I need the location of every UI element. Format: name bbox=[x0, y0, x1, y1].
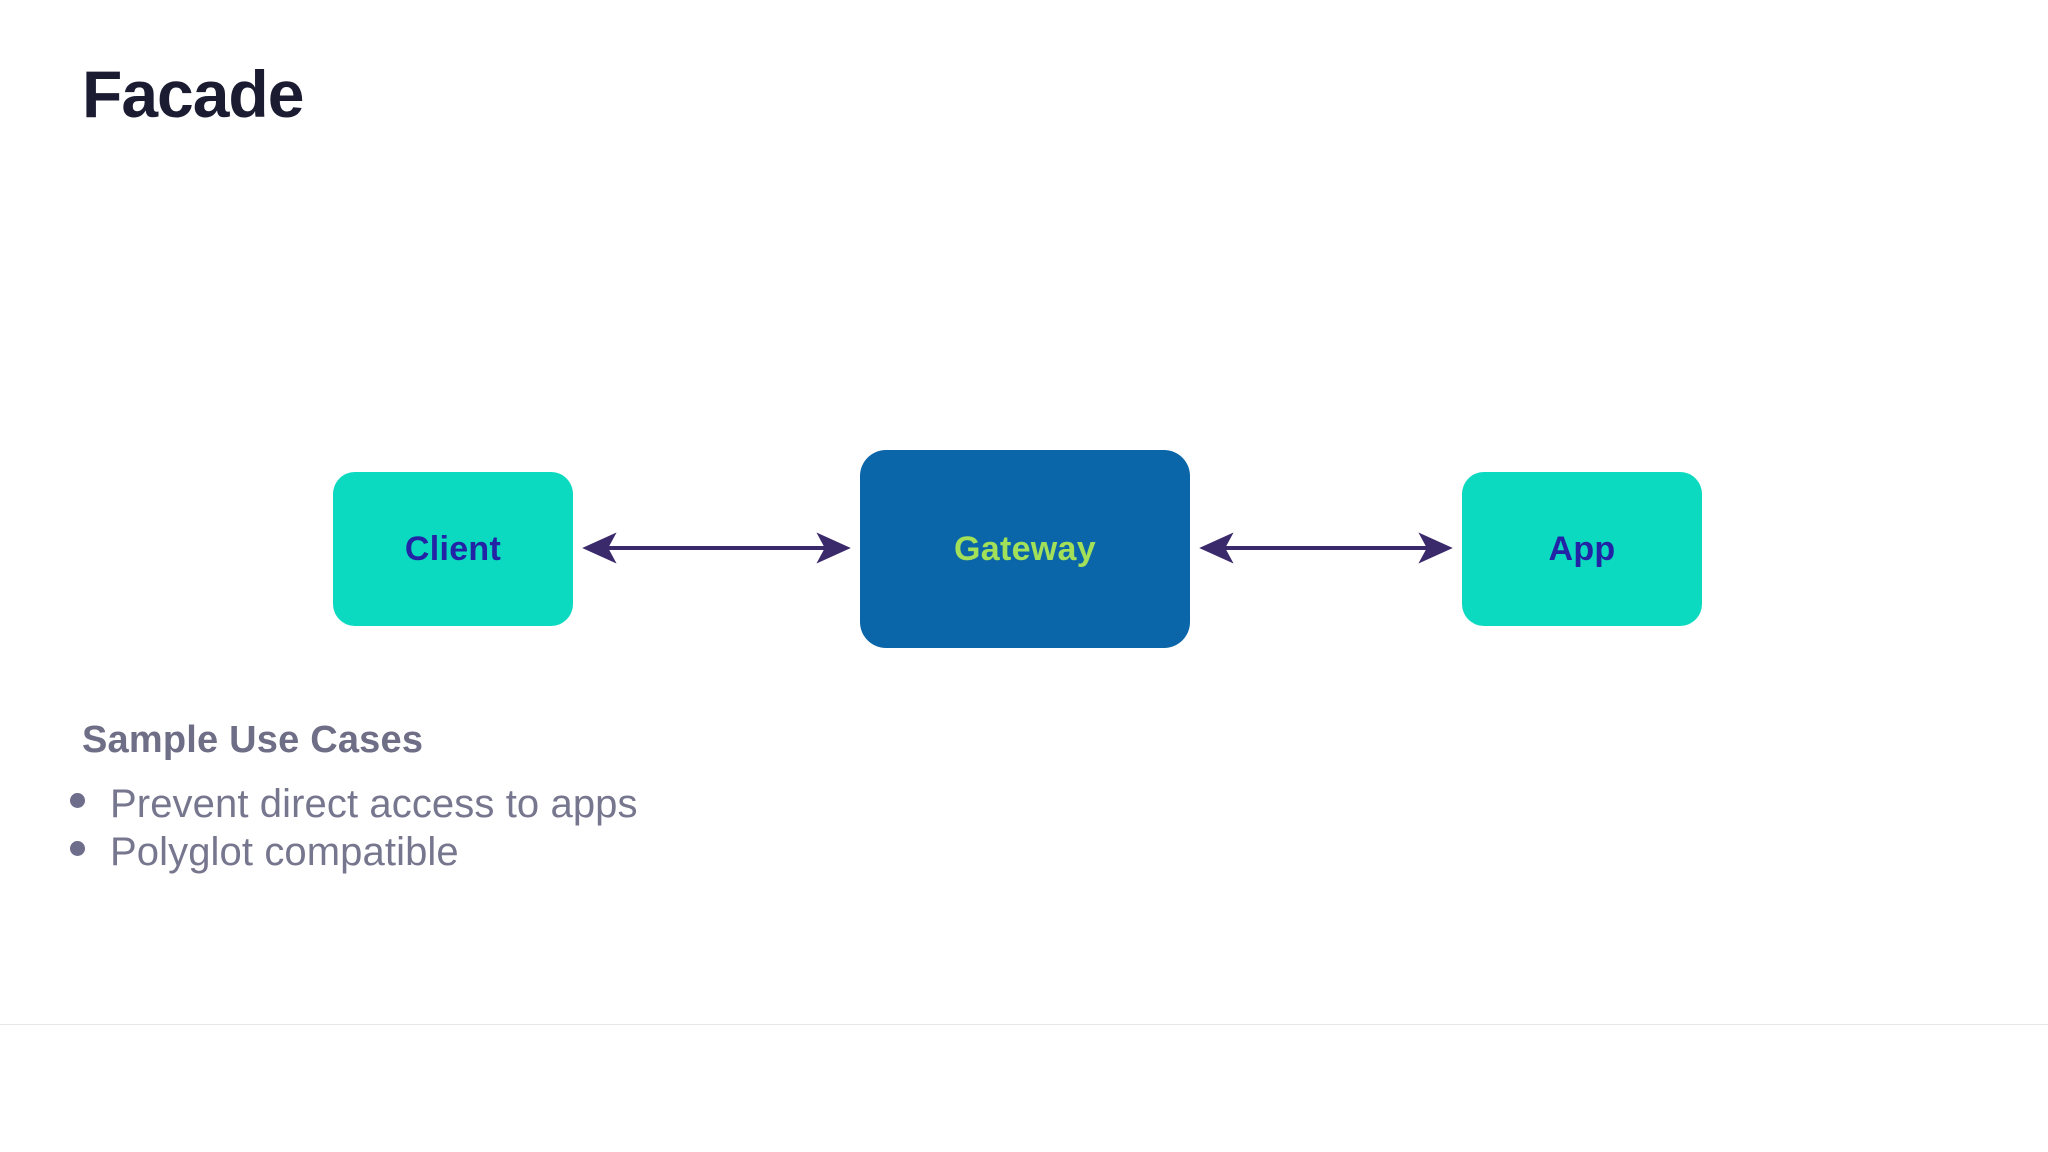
bullet-dot-icon bbox=[70, 792, 85, 808]
slide-footer: SpringOne Platform by Pivotal Unless oth… bbox=[0, 1025, 2048, 1152]
footer-divider bbox=[0, 1024, 2048, 1025]
list-item: Polyglot compatible bbox=[70, 828, 1182, 877]
diagram-node-gateway-label: Gateway bbox=[954, 529, 1096, 568]
page-title: Facade bbox=[82, 57, 304, 131]
diagram-node-gateway[interactable]: Gateway bbox=[860, 450, 1190, 648]
sample-use-cases-heading: Sample Use Cases bbox=[82, 719, 424, 761]
arrow-gateway-app-icon bbox=[1199, 532, 1453, 564]
sample-use-cases-section: Sample Use Cases Prevent direct access t… bbox=[70, 718, 1182, 877]
use-cases-list: Prevent direct access to apps Polyglot c… bbox=[70, 780, 1182, 878]
arrow-client-gateway-icon bbox=[582, 532, 851, 564]
diagram-node-client-label: Client bbox=[404, 529, 502, 568]
diagram-node-client[interactable]: Client bbox=[333, 472, 573, 626]
bullet-dot-icon bbox=[70, 841, 85, 857]
diagram-node-app-label: App bbox=[1548, 529, 1616, 568]
list-item-label: Prevent direct access to apps bbox=[110, 781, 638, 826]
diagram-node-app[interactable]: App bbox=[1462, 472, 1702, 626]
list-item-label: Polyglot compatible bbox=[110, 830, 459, 875]
list-item: Prevent direct access to apps bbox=[70, 780, 1182, 829]
